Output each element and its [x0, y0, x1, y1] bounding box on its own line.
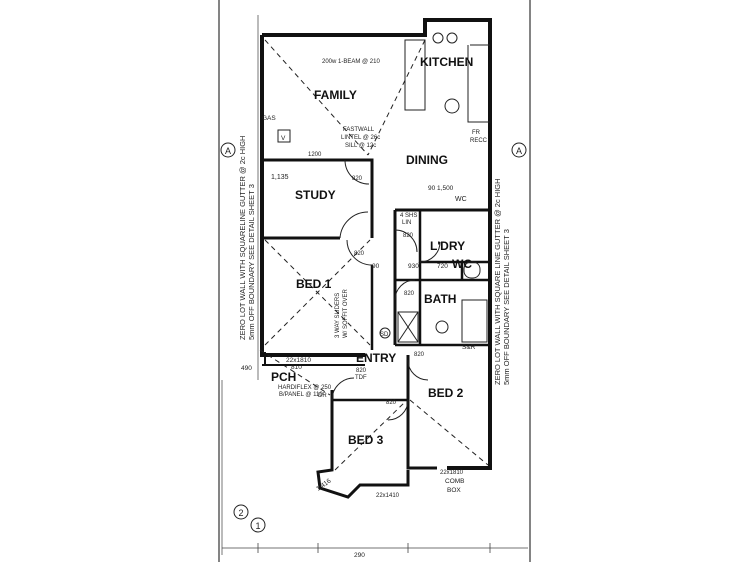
wardrobe-note-2: W/ SOFFIT OVER — [343, 288, 349, 338]
page-frame — [218, 0, 531, 562]
linen-note-2: LIN — [402, 220, 411, 226]
hardiflex-note-1: HARDIFLEX @ 250 — [278, 385, 332, 391]
dim-1200: 1200 — [308, 152, 322, 158]
dim-1135: 1,135 — [271, 174, 289, 181]
room-label-kitchen: KITCHEN — [420, 55, 473, 69]
room-label-bed1: BED 1 — [296, 277, 332, 291]
fastwall-note-2: LINTEL @ 26c — [341, 135, 380, 141]
beam-note: 200w 1-BEAM @ 210 — [322, 59, 380, 65]
dim-820-bed3: 820 — [386, 400, 397, 406]
dim-90-1500: 90 1,500 — [428, 185, 454, 192]
svg-text:5mm OFF BOUNDARY SEE DETAIL SH: 5mm OFF BOUNDARY SEE DETAIL SHEET 3 — [247, 184, 256, 340]
room-label-bath: BATH — [424, 292, 456, 306]
left-wall-note: ZERO LOT WALL WITH SQUARELINE GUTTER @ 2… — [238, 136, 256, 340]
fixtures — [277, 32, 488, 343]
grid-marker-2: 2 — [233, 504, 249, 520]
room-label-study: STUDY — [295, 188, 336, 202]
room-label-bed3: BED 3 — [348, 433, 384, 447]
grid-marker-1: 1 — [250, 517, 266, 533]
fridge-recess-note: RECC — [470, 138, 488, 144]
svg-text:A: A — [516, 146, 522, 156]
dim-90: 90 — [372, 263, 380, 270]
svg-text:ZERO LOT WALL WITH SQUARE LINE: ZERO LOT WALL WITH SQUARE LINE GUTTER @ … — [493, 178, 502, 385]
grid-marker-a-right: A — [511, 142, 527, 158]
dim-290: 290 — [354, 552, 365, 559]
fridge-note: FR — [472, 130, 481, 136]
hardiflex-note-2: B/PANEL @ 110 — [279, 392, 323, 398]
bottom-dimension-line — [222, 543, 528, 553]
dim-720: 720 — [437, 263, 448, 270]
room-label-porch: PCH — [271, 370, 296, 384]
dim-820-tdf-1: 820 — [356, 368, 367, 374]
fastwall-note-3: SILL @ 12c — [345, 143, 376, 149]
svg-text:ZERO LOT WALL WITH SQUARELINE: ZERO LOT WALL WITH SQUARELINE GUTTER @ 2… — [238, 136, 247, 340]
dashed-diagonals — [259, 39, 489, 471]
room-label-entry: ENTRY — [356, 351, 396, 365]
comb-box-note-2: COMB — [445, 478, 465, 485]
svg-text:1: 1 — [255, 521, 260, 531]
room-label-family: FAMILY — [314, 88, 357, 102]
dim-820-bed1: 820 — [354, 251, 365, 257]
dim-1410: 22x1410 — [376, 493, 400, 499]
dim-820-bath: 820 — [404, 291, 415, 297]
linen-note-1: 4 SHS — [400, 213, 417, 219]
smoke-detector-note: SD — [380, 332, 389, 338]
grid-marker-a-left: A — [220, 142, 236, 158]
vent-note: V — [281, 135, 286, 142]
porch-dim-1: 22x1810 — [286, 357, 311, 364]
room-label-wc: WC — [452, 257, 472, 271]
wc-small-label: WC — [455, 196, 467, 203]
right-wall-note: ZERO LOT WALL WITH SQUARE LINE GUTTER @ … — [493, 178, 511, 385]
fastwall-note-1: FASTWALL — [343, 127, 375, 133]
wardrobe-note-1: 3 WAY SLIDERS — [335, 293, 341, 338]
dim-820-study: 820 — [352, 176, 363, 182]
porch — [262, 352, 365, 366]
porch-dim-2: 810 — [291, 364, 302, 371]
svg-text:5mm OFF BOUNDARY SEE DETAIL SH: 5mm OFF BOUNDARY SEE DETAIL SHEET 3 — [502, 229, 511, 385]
room-label-laundry: L'DRY — [430, 239, 465, 253]
comb-box-note-1: 22x1810 — [440, 470, 464, 476]
dim-930: 930 — [408, 263, 419, 270]
gas-note: GAS — [262, 115, 276, 122]
downpipe-note: DR — [318, 393, 327, 399]
svg-text:2: 2 — [238, 508, 243, 518]
dim-820-bed2: 820 — [414, 352, 425, 358]
room-label-bed2: BED 2 — [428, 386, 464, 400]
room-label-dining: DINING — [406, 153, 448, 167]
svg-text:A: A — [225, 146, 231, 156]
dim-820-laundry: 820 — [403, 233, 414, 239]
comb-box-note-3: BOX — [447, 487, 461, 494]
shelf-rail-note: S&R — [462, 344, 476, 351]
door-swings — [331, 159, 441, 421]
dim-490: 490 — [241, 365, 252, 372]
dim-820-tdf-2: TDF — [355, 375, 367, 381]
